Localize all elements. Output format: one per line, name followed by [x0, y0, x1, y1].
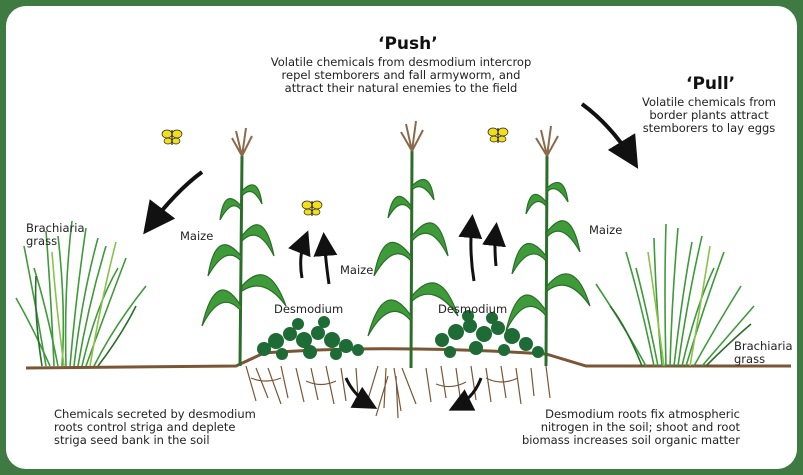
pull-line-3: stemborers to lay eggs — [624, 122, 794, 135]
brachiaria-label-right: Brachiaria grass — [734, 340, 793, 366]
desmodium-label-left: Desmodium — [274, 303, 343, 316]
maize-label-left: Maize — [180, 230, 213, 243]
pull-arrow-left — [148, 172, 202, 228]
moth-icon-2 — [302, 201, 322, 216]
brachiaria-right-line-2: grass — [734, 353, 793, 366]
desmodium-label-right: Desmodium — [438, 303, 507, 316]
brachiaria-left-line-2: grass — [26, 235, 85, 248]
pull-title: ‘Pull’ — [686, 74, 735, 94]
maize-label-right: Maize — [589, 224, 622, 237]
brachiaria-grass-right — [596, 224, 754, 366]
push-arrows-left — [301, 236, 329, 284]
pull-description: Volatile chemicals from border plants at… — [624, 96, 794, 135]
note-left-line-3: striga seed bank in the soil — [54, 434, 314, 447]
moth-icon-1 — [162, 130, 182, 145]
push-line-3: attract their natural enemies to the fie… — [236, 82, 566, 95]
brachiaria-label-left: Brachiaria grass — [26, 222, 85, 248]
push-arrows-right — [471, 220, 496, 281]
maize-label-center: Maize — [340, 264, 373, 277]
diagram-panel: ‘Push’ Volatile chemicals from desmodium… — [6, 6, 797, 469]
push-description: Volatile chemicals from desmodium interc… — [236, 56, 566, 95]
moth-icon-3 — [488, 128, 508, 143]
maize-plant-right — [506, 126, 590, 366]
note-right-line-3: biomass increases soil organic matter — [478, 434, 740, 447]
note-left: Chemicals secreted by desmodium roots co… — [54, 408, 314, 447]
note-right: Desmodium roots fix atmospheric nitrogen… — [478, 408, 740, 447]
maize-plant-center — [368, 121, 458, 368]
push-title: ‘Push’ — [378, 34, 438, 54]
soil-arrow-left — [346, 378, 372, 406]
maize-plant-left — [202, 128, 286, 366]
